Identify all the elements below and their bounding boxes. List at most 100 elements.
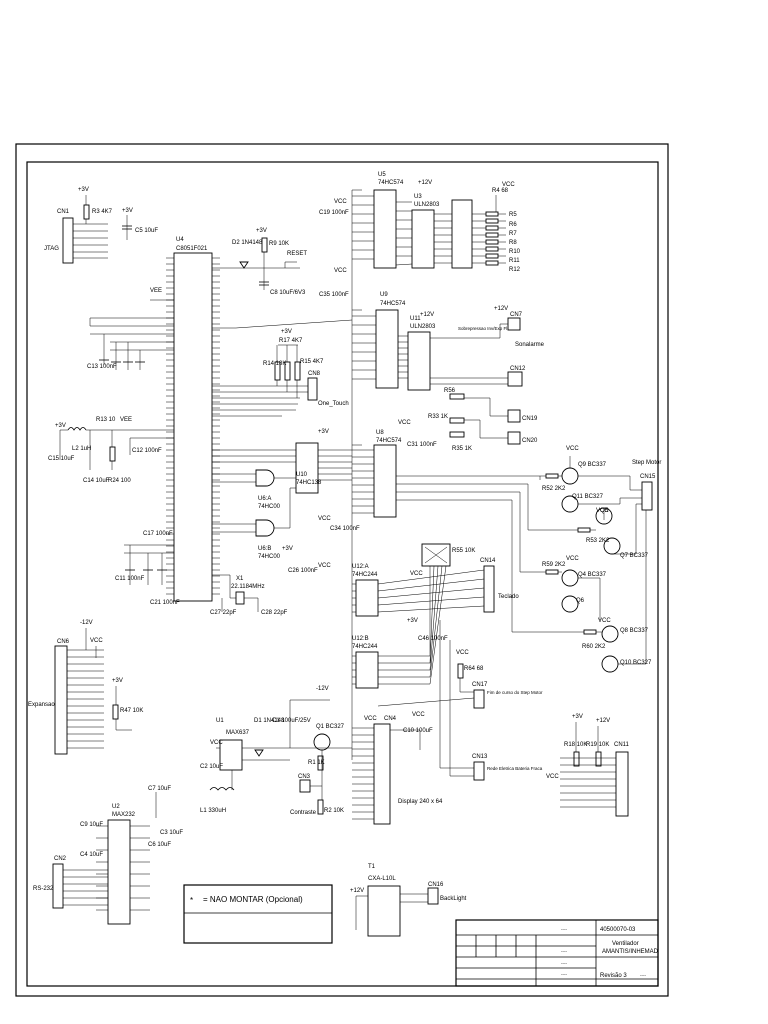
transistor — [561, 569, 579, 587]
u11-body — [407, 331, 431, 391]
u12a-body — [355, 579, 379, 617]
c4-label: C4 10uF — [80, 852, 103, 858]
q4-vcc: VCC — [566, 556, 579, 562]
jtag-3v: +3V — [78, 187, 89, 193]
c7-label: C7 10uF — [148, 786, 171, 792]
c34-vcc: VCC — [318, 516, 331, 522]
q1-m12v: -12V — [316, 686, 329, 692]
cn2-ref: CN2 — [54, 856, 67, 862]
wire — [377, 596, 485, 606]
resistor — [545, 569, 559, 575]
wire — [429, 565, 439, 671]
r10-label: R10 — [509, 249, 521, 255]
u6-3v: +3V — [282, 546, 293, 552]
c12-label: C12 100nF — [132, 448, 162, 454]
contrast-block: U1 MAX637 D1 1N4148 C1 100uF/25V C2 10uF… — [200, 686, 352, 816]
legend-text: = NAO MONTAR (Opcional) — [203, 895, 303, 904]
r59-label: R59 2K2 — [542, 562, 566, 568]
sonalarme-12v: +12V — [494, 306, 508, 312]
cn13-connector — [473, 761, 485, 781]
tb-dash-5: ---- — [640, 973, 646, 978]
rs232-block: U2 MAX232 C7 10uF C9 10uF C3 10uF C4 10u… — [33, 786, 183, 925]
cn11-ref: CN11 — [614, 742, 630, 748]
c17-label: C17 100nF — [143, 531, 173, 537]
c1-label: C1 100uF/25V — [272, 718, 311, 724]
exp-vcc: VCC — [90, 638, 103, 644]
series-resistor — [485, 239, 499, 245]
fim-curso-label: Fim de curso do Step Motor — [487, 690, 543, 695]
u8-body — [373, 444, 397, 518]
q5-vcc: VCC — [596, 508, 609, 514]
r8-label: R8 — [509, 240, 517, 246]
c8-label: C8 10uF/6V3 — [270, 290, 306, 296]
q10-label: Q10 BC327 — [620, 660, 652, 666]
u5-ref: U5 — [378, 172, 386, 178]
reset-label: RESET — [287, 251, 307, 257]
resistor — [545, 473, 559, 479]
u3-body — [411, 209, 435, 269]
output-bank-2: U9 74HC574 U11 ULN2803 +12V Sobrepressao… — [352, 292, 545, 452]
u11-ref: U11 — [410, 316, 421, 322]
jtag-connector — [62, 217, 74, 264]
cn16-ref: CN16 — [428, 882, 444, 888]
display-vcc: VCC — [364, 716, 377, 722]
expansion-block: CN6 Expansao -12V VCC +3V R47 10K — [28, 620, 143, 755]
c31-vcc: VCC — [398, 420, 411, 426]
decoder-block: U6:A 74HC00 U6:B 74HC00 U10 74HC138 +3V … — [212, 429, 360, 574]
wire — [429, 565, 435, 664]
c5-label: C5 10uF — [135, 228, 158, 234]
u1-part: MAX637 — [226, 730, 250, 736]
r7-label: R7 — [509, 231, 517, 237]
c9-label: C9 10uF — [80, 822, 103, 828]
vee-top: VEE — [150, 288, 162, 294]
r12-label: R12 — [509, 267, 521, 273]
q8-vcc: VCC — [598, 618, 611, 624]
r19-label: R19 10K — [586, 742, 609, 748]
title-line-1: Ventilador — [612, 941, 639, 947]
q4-label: Q4 BC337 — [578, 572, 607, 578]
r14-label: R14 18K — [263, 361, 286, 367]
u6b-ref: U6:B — [258, 546, 271, 552]
cn8-label: One_Touch — [318, 401, 349, 407]
cn17-ref: CN17 — [472, 682, 488, 688]
q5-label: Q5 — [600, 508, 609, 514]
cn14-ref: CN14 — [480, 558, 496, 564]
wire — [429, 565, 443, 678]
series-resistor — [485, 211, 499, 217]
display-label: Display 240 x 64 — [398, 799, 443, 805]
tb-dash-3: ---- — [561, 961, 567, 966]
r17-label: R17 4K7 — [279, 338, 303, 344]
c2-label: C2 10uF — [200, 764, 223, 770]
r13-label: R13 10 — [96, 417, 116, 423]
u2-part: MAX232 — [112, 812, 136, 818]
l2-label: L2 1uH — [72, 446, 91, 452]
u4-left-passives: C13 100nF VEE R13 10 +3V L2 1uH VEE C15 … — [48, 288, 180, 606]
osc-3v: +3V — [55, 423, 66, 429]
c46-3v: +3V — [407, 618, 418, 624]
cn2-connector — [52, 863, 64, 909]
transistor — [601, 655, 619, 673]
u8-part: 74HC574 — [376, 438, 402, 444]
cn3-connector — [299, 779, 311, 793]
series-resistor — [485, 246, 499, 252]
q11-label: Q11 BC327 — [572, 494, 604, 500]
d2-label: D2 1N4148 — [232, 240, 263, 246]
cn7-label: Sonalarme — [515, 342, 545, 348]
c34-label: C34 100nF — [330, 526, 360, 532]
q7-label: Q7 BC337 — [620, 553, 649, 559]
series-resistor — [485, 225, 499, 231]
u12b-body — [355, 651, 379, 689]
cn6-connector — [54, 645, 68, 755]
cn17-connector — [473, 689, 485, 709]
cn11-vcc: VCC — [546, 774, 559, 780]
r64-label: R64 68 — [464, 666, 484, 672]
vee-mid: VEE — [120, 417, 132, 423]
u9-body — [375, 309, 399, 389]
u10-part: 74HC138 — [296, 480, 322, 486]
wire — [429, 565, 447, 685]
touch-3v: +3V — [281, 329, 292, 335]
u11-12v: +12V — [420, 312, 434, 318]
resistor — [583, 629, 597, 635]
c6-label: C6 10uF — [148, 842, 171, 848]
q6-label: Q6 — [576, 598, 585, 604]
